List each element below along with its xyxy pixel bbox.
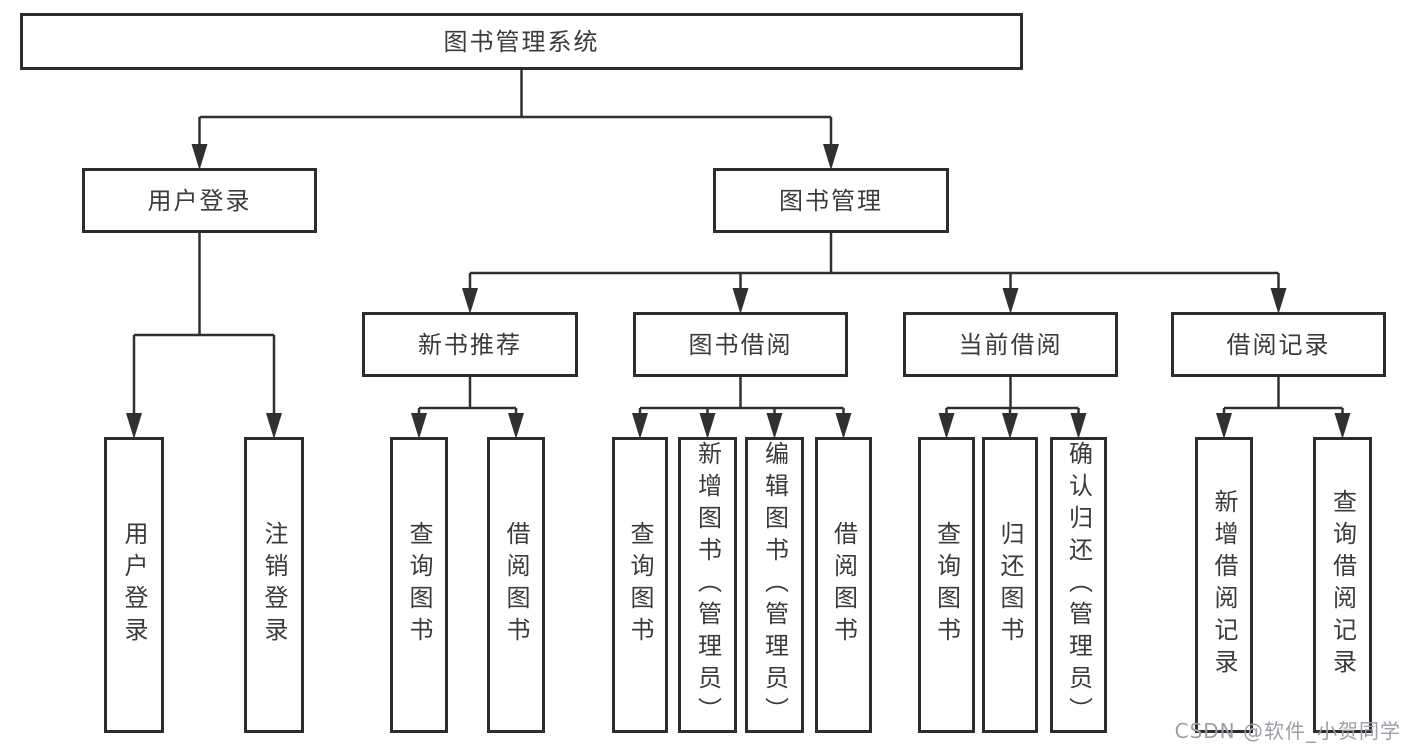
node-confirm-return: 确认归还（管理员） — [1050, 437, 1107, 733]
arrowhead-icon — [266, 413, 282, 439]
node-query-book-1: 查询图书 — [390, 437, 448, 733]
node-borrow-book-2: 借阅图书 — [815, 437, 872, 733]
arrowhead-icon — [462, 288, 478, 314]
node-user-login: 用户登录 — [82, 168, 317, 233]
arrowhead-icon — [1002, 413, 1018, 439]
arrowhead-icon — [1334, 413, 1351, 439]
node-label-return-book: 归还图书 — [996, 521, 1024, 649]
arrowhead-icon — [1002, 288, 1019, 314]
node-label-borrow-book-2: 借阅图书 — [829, 521, 858, 649]
node-label-borrow-book-1: 借阅图书 — [502, 521, 530, 649]
node-label-root: 图书管理系统 — [443, 27, 600, 56]
node-borrow-records: 借阅记录 — [1171, 312, 1386, 377]
arrowhead-icon — [1070, 413, 1087, 439]
node-add-book: 新增图书（管理员） — [678, 437, 737, 733]
node-label-leaf-logout: 注销登录 — [260, 521, 288, 649]
node-leaf-user-login: 用户登录 — [104, 437, 164, 733]
arrowhead-icon — [126, 413, 142, 439]
node-root: 图书管理系统 — [20, 13, 1023, 70]
node-return-book: 归还图书 — [982, 437, 1038, 733]
arrowhead-icon — [732, 288, 749, 314]
node-current-borrow: 当前借阅 — [903, 312, 1118, 377]
node-label-edit-book: 编辑图书（管理员） — [760, 441, 789, 729]
node-query-borrow-record: 查询借阅记录 — [1313, 437, 1372, 733]
node-label-user-login: 用户登录 — [147, 186, 252, 215]
node-label-new-book-rec: 新书推荐 — [418, 330, 522, 359]
node-label-current-borrow: 当前借阅 — [958, 330, 1063, 359]
arrowhead-icon — [1270, 288, 1287, 314]
node-edit-book: 编辑图书（管理员） — [745, 437, 804, 733]
arrowhead-icon — [411, 413, 427, 439]
node-leaf-logout: 注销登录 — [244, 437, 304, 733]
arrowhead-icon — [938, 413, 955, 439]
arrowhead-icon — [1216, 413, 1232, 439]
node-label-book-borrow: 图书借阅 — [688, 330, 793, 359]
arrowhead-icon — [766, 413, 783, 439]
node-book-mgmt: 图书管理 — [713, 168, 949, 233]
arrowhead-icon — [508, 413, 524, 439]
arrowhead-icon — [835, 413, 852, 439]
node-label-query-borrow-record: 查询借阅记录 — [1328, 489, 1357, 681]
node-label-borrow-records: 借阅记录 — [1226, 330, 1331, 359]
arrowhead-icon — [632, 413, 648, 439]
node-book-borrow: 图书借阅 — [633, 312, 848, 377]
node-query-book-2: 查询图书 — [612, 437, 668, 733]
node-label-query-book-2: 查询图书 — [626, 521, 654, 649]
node-label-query-book-1: 查询图书 — [405, 521, 433, 649]
watermark-text: CSDN @软件_小贺同学 — [1174, 719, 1401, 743]
arrowhead-icon — [699, 413, 716, 439]
node-query-book-3: 查询图书 — [918, 437, 975, 733]
node-new-book-rec: 新书推荐 — [362, 312, 578, 377]
node-label-add-book: 新增图书（管理员） — [693, 441, 722, 729]
node-label-add-borrow-record: 新增借阅记录 — [1210, 489, 1238, 681]
arrowhead-icon — [191, 144, 208, 170]
node-label-confirm-return: 确认归还（管理员） — [1064, 441, 1093, 729]
node-label-query-book-3: 查询图书 — [932, 521, 961, 649]
node-borrow-book-1: 借阅图书 — [487, 437, 545, 733]
node-label-book-mgmt: 图书管理 — [779, 186, 883, 215]
node-add-borrow-record: 新增借阅记录 — [1195, 437, 1253, 733]
arrowhead-icon — [823, 144, 839, 170]
node-label-leaf-user-login: 用户登录 — [120, 521, 148, 649]
